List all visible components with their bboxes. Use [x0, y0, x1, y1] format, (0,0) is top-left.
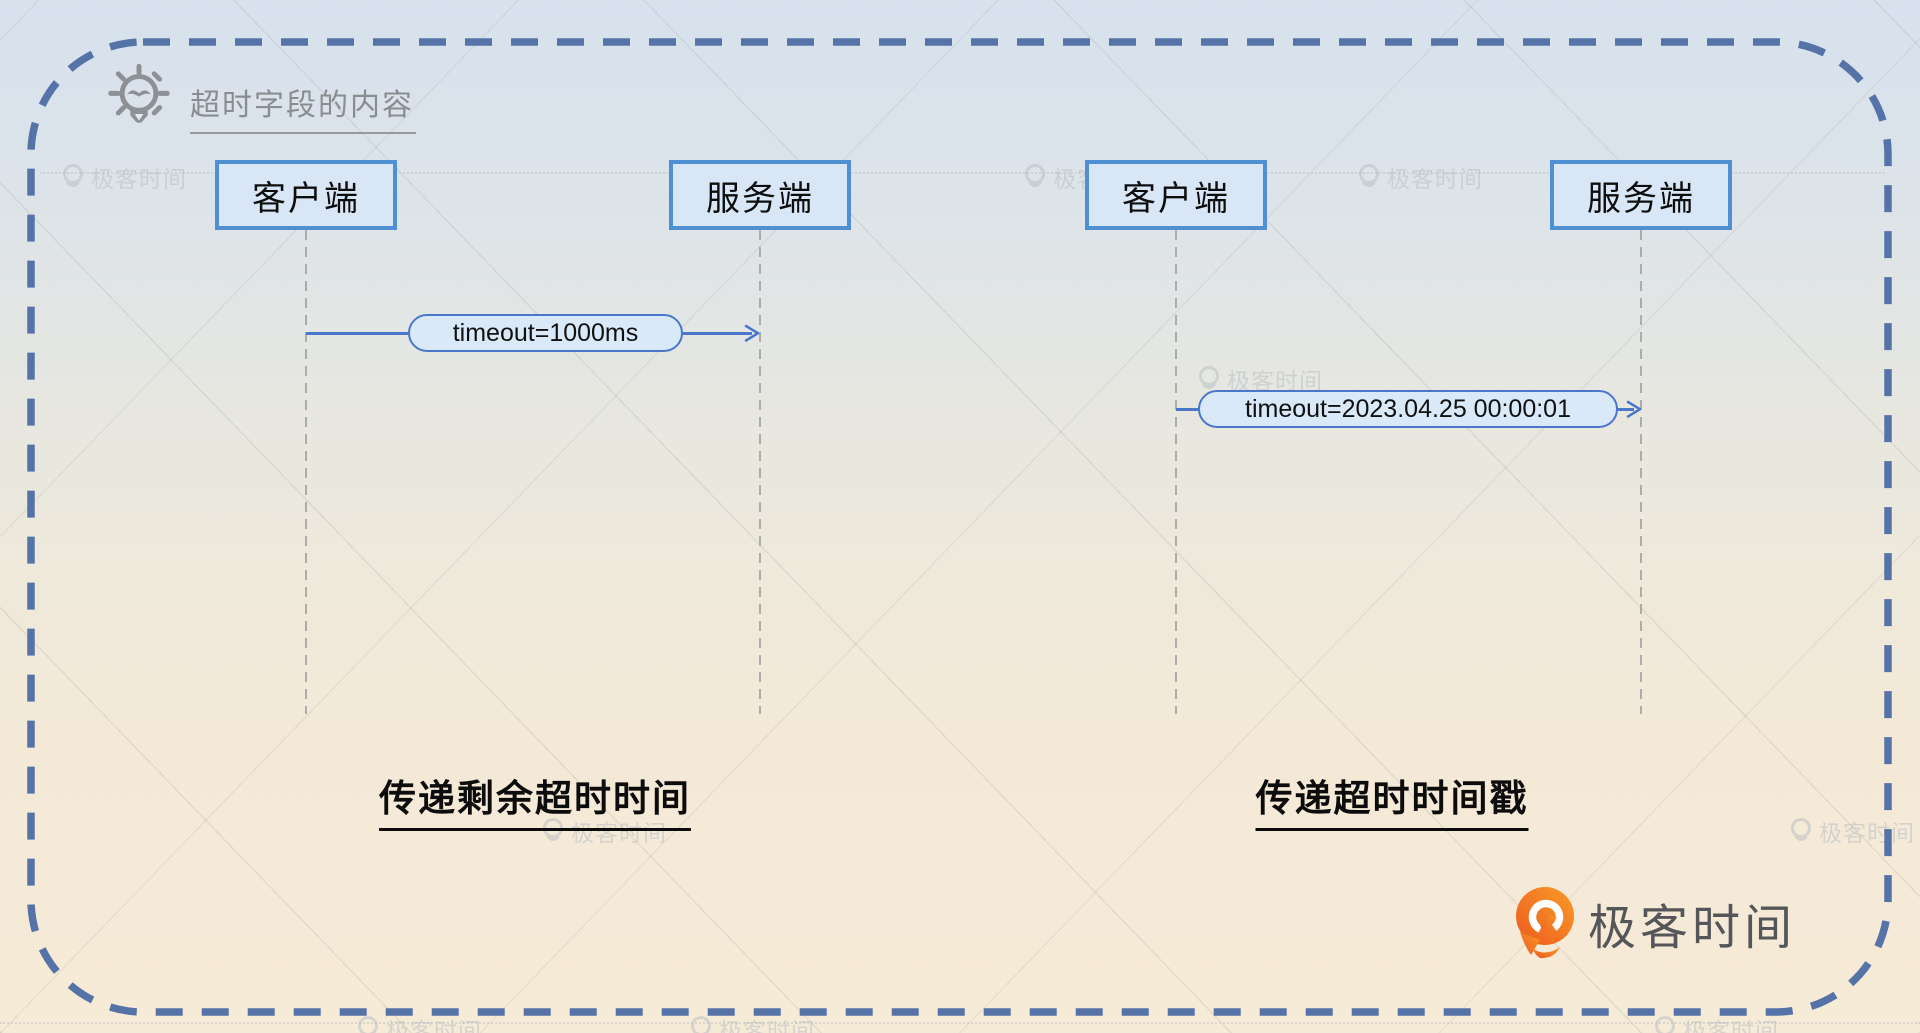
lifeline: [305, 230, 307, 714]
actor-box-right-server: 服务端: [1550, 160, 1732, 230]
lifeline: [1640, 230, 1642, 714]
watermark: 极客时间: [1356, 160, 1483, 194]
arrowhead-icon: [744, 324, 760, 342]
geektime-logo-text: 极客时间: [1588, 902, 1797, 955]
geektime-logo-icon: [1516, 887, 1574, 959]
actor-box-left-server: 服务端: [669, 160, 851, 230]
lightbulb-icon: [108, 64, 170, 124]
watermark-text: 极客时间: [719, 1018, 815, 1033]
watermark-logo-icon: [63, 164, 83, 187]
watermark-text: 极客时间: [386, 1018, 482, 1033]
watermark: 极客时间: [688, 1012, 815, 1033]
actor-box-right-client: 客户端: [1085, 160, 1267, 230]
section-header: 超时字段的内容: [104, 64, 416, 138]
watermark-logo-icon: [358, 1016, 378, 1033]
message-label: timeout=2023.04.25 00:00:01: [1198, 390, 1618, 428]
page-title: 超时字段的内容: [190, 64, 416, 134]
lifeline: [1175, 230, 1177, 714]
actor-box-left-client: 客户端: [215, 160, 397, 230]
watermark-logo-icon: [1791, 818, 1811, 841]
watermark-text: 极客时间: [1683, 1018, 1779, 1033]
dotted-guideline: [0, 1022, 1920, 1024]
watermark: 极客时间: [60, 160, 187, 194]
watermark: 极客时间: [1788, 814, 1915, 848]
geektime-logo: 极客时间: [1512, 886, 1796, 960]
lifeline: [759, 230, 761, 714]
watermark-text: 极客时间: [1819, 820, 1915, 846]
watermark-logo-icon: [1655, 1016, 1675, 1033]
arrowhead-icon: [1626, 400, 1642, 418]
watermark-logo-icon: [1025, 164, 1045, 187]
watermark-logo-icon: [1359, 164, 1379, 187]
watermark-text: 极客时间: [91, 166, 187, 192]
message-arrow: timeout=2023.04.25 00:00:01: [1176, 389, 1642, 429]
watermark: 极客时间: [355, 1012, 482, 1033]
message-label: timeout=1000ms: [408, 314, 683, 352]
watermark-text: 极客时间: [1387, 166, 1483, 192]
watermark-logo-icon: [691, 1016, 711, 1033]
diagram-caption-right: 传递超时时间戳: [1255, 768, 1529, 831]
watermark: 极客时间: [1652, 1012, 1779, 1033]
diagram-caption-left: 传递剩余超时时间: [379, 768, 691, 831]
message-arrow: timeout=1000ms: [306, 313, 760, 353]
